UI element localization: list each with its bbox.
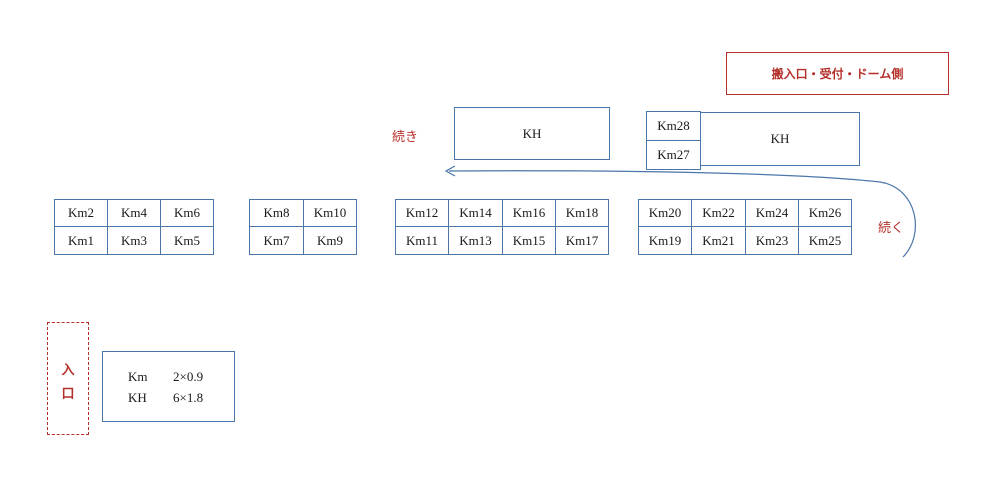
booth-label: Km17 [565,232,599,248]
legend-row: KH 6×1.8 [128,390,203,406]
booth-cell: Km12 [395,199,449,227]
entrance-char: 入 [61,362,75,377]
booth-cell: Km20 [638,199,692,227]
booth-km27: Km27 [646,140,701,170]
booth-cell: Km4 [107,199,161,227]
booth-cell: Km10 [303,199,357,227]
entrance-char: 口 [61,386,75,401]
booth-label: Km20 [648,205,682,220]
booth-label: Km11 [405,232,439,248]
booth-cell: Km5 [160,226,214,255]
booth-cell: Km2 [54,199,108,227]
booth-cell: Km9 [303,226,357,255]
booth-label: Km25 [808,232,842,248]
booth-label: Km6 [174,205,200,220]
booth-label: Km24 [755,205,789,220]
booth-cell: Km26 [798,199,852,227]
booth-label: Km23 [755,232,789,248]
booth-cell: Km18 [555,199,609,227]
booth-label: Km14 [459,205,492,220]
continues-right-label: 続く [878,220,905,235]
kh-left-label: KH [522,125,542,141]
booth-cell: Km23 [745,226,799,255]
booth-cell: Km3 [107,226,161,255]
booth-label: Km1 [68,232,94,248]
booth-cell: Km6 [160,199,214,227]
booth-cell: Km22 [691,199,746,227]
booth-cell: Km24 [745,199,799,227]
booth-label: Km3 [121,232,147,248]
booth-cell: Km21 [691,226,746,255]
booth-cell: Km13 [448,226,503,255]
kh-right-box: KH [700,112,860,166]
booth-km27-label: Km27 [657,147,690,162]
booth-cell: Km1 [54,226,108,255]
booth-cell: Km16 [502,199,556,227]
legend-size: 2×0.9 [173,369,204,384]
booth-label: Km13 [459,232,492,248]
booth-cell: Km11 [395,226,449,255]
booth-km28: Km28 [646,111,701,141]
booth-label: Km16 [512,205,546,220]
booth-cell: Km25 [798,226,852,255]
legend-row: Km 2×0.9 [128,369,203,385]
legend-size: 6×1.8 [173,390,204,405]
booth-cell: Km14 [448,199,503,227]
booth-cell: Km7 [249,226,304,255]
booth-label: Km5 [174,232,200,248]
booth-label: Km4 [121,205,147,220]
booth-label: Km10 [313,205,347,220]
booth-label: Km15 [512,232,546,248]
legend-name: KH [128,390,147,405]
booth-label: Km19 [648,232,682,248]
kh-left-box: KH [454,107,610,160]
legend-box: Km 2×0.9 KH 6×1.8 [102,351,235,422]
booth-label: Km26 [808,205,842,220]
continues-upper-label: 続き [392,129,419,144]
header-box: 搬入口・受付・ドーム側 [726,52,949,95]
booth-cell: Km8 [249,199,304,227]
booth-label: Km8 [263,205,290,220]
booth-cell: Km15 [502,226,556,255]
entrance-box: 入 口 [47,322,89,435]
legend-name: Km [128,369,148,384]
kh-right-label: KH [770,131,790,146]
booth-label: Km12 [405,205,439,220]
header-label: 搬入口・受付・ドーム側 [771,67,904,81]
booth-km28-label: Km28 [657,118,690,133]
booth-label: Km22 [702,205,735,220]
booth-label: Km18 [565,205,599,220]
booth-cell: Km19 [638,226,692,255]
booth-label: Km7 [263,232,290,248]
booth-label: Km21 [702,232,735,248]
booth-cell: Km17 [555,226,609,255]
booth-label: Km9 [317,232,343,248]
flow-arrowhead [444,165,456,177]
booth-label: Km2 [68,205,94,220]
